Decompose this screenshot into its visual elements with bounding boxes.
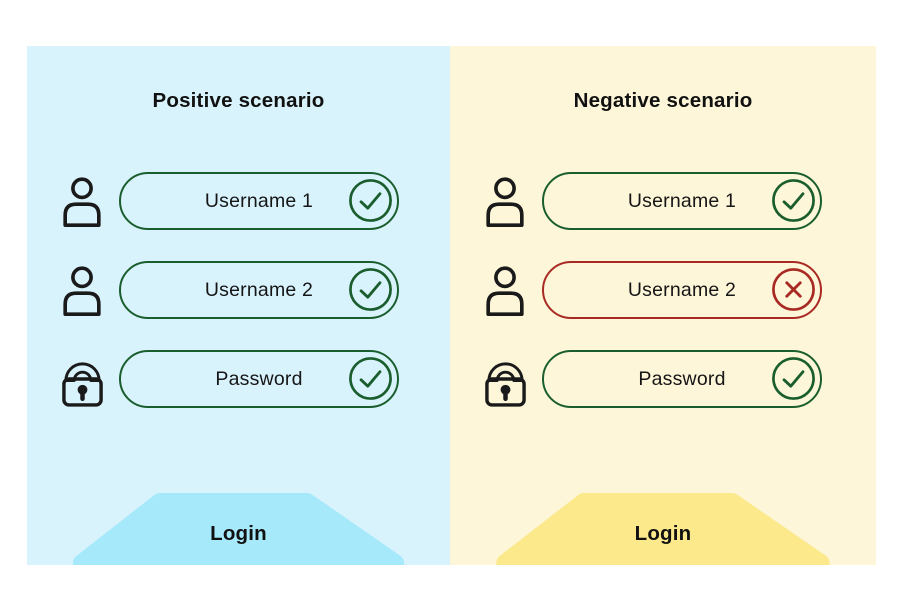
field-row-username1: Username 1: [450, 172, 876, 230]
login-button-shape[interactable]: [450, 493, 876, 565]
field-label: Username 2: [204, 278, 314, 301]
field-row-username2: Username 2: [450, 261, 876, 319]
field-label: Username 1: [627, 189, 737, 212]
check-icon: [771, 356, 816, 401]
field-row-username2: Username 2: [27, 261, 450, 319]
password-field[interactable]: Password: [119, 350, 399, 408]
check-icon: [348, 267, 393, 312]
user-icon: [60, 265, 104, 316]
field-label: Username 1: [204, 189, 314, 212]
field-row-password: Password: [27, 350, 450, 408]
field-label: Username 2: [627, 278, 737, 301]
field-label: Password: [638, 367, 726, 390]
user-icon: [483, 176, 527, 227]
password-field[interactable]: Password: [542, 350, 822, 408]
field-row-password: Password: [450, 350, 876, 408]
username2-field[interactable]: Username 2: [542, 261, 822, 319]
check-icon: [348, 178, 393, 223]
field-label: Password: [215, 367, 303, 390]
check-icon: [771, 178, 816, 223]
user-icon: [60, 176, 104, 227]
login-button[interactable]: Login: [210, 522, 267, 545]
username1-field[interactable]: Username 1: [542, 172, 822, 230]
login-button[interactable]: Login: [634, 522, 692, 545]
panel-title-positive: Positive scenario: [152, 89, 325, 112]
lock-icon: [60, 351, 104, 408]
username1-field[interactable]: Username 1: [119, 172, 399, 230]
check-icon: [348, 356, 393, 401]
username2-field[interactable]: Username 2: [119, 261, 399, 319]
login-button-shape[interactable]: [27, 493, 450, 565]
negative-scenario-panel: Negative scenario Username 1: [450, 46, 876, 565]
panel-title-negative: Negative scenario: [573, 89, 753, 112]
field-row-username1: Username 1: [27, 172, 450, 230]
positive-scenario-panel: Positive scenario Username 1: [27, 46, 450, 565]
lock-icon: [483, 351, 527, 408]
x-icon: [771, 267, 816, 312]
user-icon: [483, 265, 527, 316]
